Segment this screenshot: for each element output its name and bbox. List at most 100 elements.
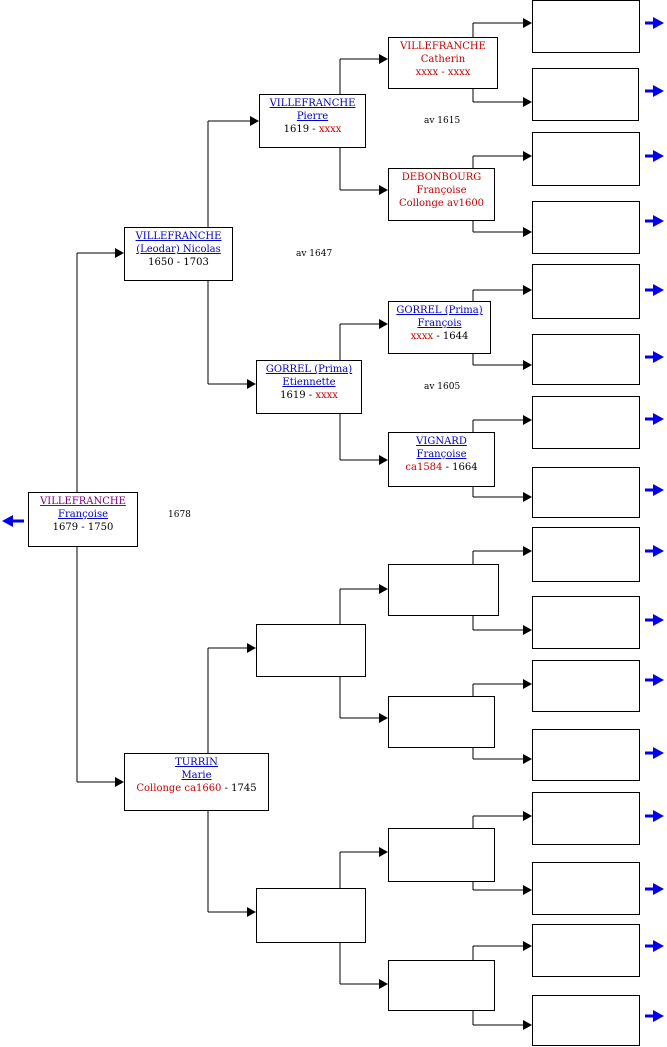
person-box-gen5-11 — [532, 660, 640, 712]
person-box-mmf — [388, 828, 495, 882]
fmm-dates: ca1584 - 1664 — [405, 462, 478, 473]
person-box-fmf: GORREL (Prima) François xxxx - 1644 — [388, 301, 491, 354]
person-box-gen5-6 — [532, 334, 640, 385]
father-given-link[interactable]: (Leodar) Nicolas — [136, 244, 221, 255]
person-box-mfm — [388, 696, 495, 748]
fmf-surname-link[interactable]: GORREL (Prima) — [396, 305, 483, 316]
fmm-surname-link[interactable]: VIGNARD — [416, 436, 467, 447]
person-box-ff: VILLEFRANCHE Pierre 1619 - xxxx — [259, 94, 366, 148]
arrow-right-icon[interactable] — [653, 351, 664, 363]
arrow-right-icon[interactable] — [653, 940, 664, 952]
arrow-right-icon[interactable] — [653, 150, 664, 162]
person-box-gen5-9 — [532, 527, 640, 582]
mother-given-link[interactable]: Marie — [181, 770, 212, 781]
fm-dates: 1619 - xxxx — [280, 390, 338, 401]
person-box-gen5-7 — [532, 396, 640, 449]
person-box-ffm: DEBONBOURG Françoise Collonge av1600 — [388, 168, 495, 221]
fm-given-link[interactable]: Etiennette — [282, 377, 336, 388]
connector-arrowhead — [523, 18, 532, 28]
father-surname-link[interactable]: VILLEFRANCHE — [135, 231, 222, 242]
fmm-given-link[interactable]: Françoise — [416, 449, 467, 460]
person-box-gen5-3 — [532, 132, 640, 186]
person-box-gen5-16 — [532, 995, 640, 1046]
person-box-father: VILLEFRANCHE (Leodar) Nicolas 1650 - 170… — [124, 227, 233, 281]
ffm-given: Françoise — [416, 185, 467, 196]
arrow-right-icon[interactable] — [653, 1010, 664, 1022]
connector-arrowhead — [523, 679, 532, 689]
mother-surname-link[interactable]: TURRIN — [175, 757, 218, 768]
arrow-right-icon[interactable] — [653, 810, 664, 822]
person-box-gen5-14 — [532, 862, 640, 915]
root-given-link[interactable]: Françoise — [58, 509, 108, 520]
person-box-root: VILLEFRANCHE Françoise 1679 - 1750 — [28, 492, 138, 547]
arrow-right-icon[interactable] — [653, 484, 664, 496]
arrow-right-icon[interactable] — [653, 17, 664, 29]
person-box-mf — [256, 624, 366, 677]
person-box-gen5-1 — [532, 0, 640, 53]
ffm-dates: Collonge av1600 — [398, 198, 485, 209]
connector-arrowhead — [523, 811, 532, 821]
person-box-mff — [388, 564, 499, 616]
marriage-note-fm-parents: av 1605 — [424, 382, 461, 392]
connector-arrowhead — [523, 546, 532, 556]
connector-arrowhead — [379, 713, 388, 723]
connector-arrowhead — [247, 643, 256, 653]
connector-arrowhead — [523, 625, 532, 635]
person-box-gen5-8 — [532, 467, 640, 518]
connector-arrowhead — [523, 492, 532, 502]
arrow-right-icon[interactable] — [653, 85, 664, 97]
connector-arrowhead — [379, 584, 388, 594]
person-box-gen5-4 — [532, 201, 640, 254]
connector-arrowhead — [523, 754, 532, 764]
ff-given-link[interactable]: Pierre — [296, 111, 329, 122]
connector-arrowhead — [523, 227, 532, 237]
ff-dates: 1619 - xxxx — [283, 124, 342, 135]
connector-arrowhead — [379, 54, 388, 64]
person-box-gen5-13 — [532, 792, 640, 845]
fff-given: Catherin — [420, 54, 466, 65]
connector-arrowhead — [250, 116, 259, 126]
connector-arrowhead — [523, 151, 532, 161]
mother-dates: Collonge ca1660 - 1745 — [136, 783, 257, 794]
arrow-right-icon[interactable] — [653, 674, 664, 686]
connector-arrowhead — [523, 885, 532, 895]
person-box-gen5-12 — [532, 729, 640, 781]
connector-arrowhead — [523, 97, 532, 107]
root-surname-link[interactable]: VILLEFRANCHE — [40, 496, 126, 507]
connector-arrowhead — [379, 979, 388, 989]
father-dates: 1650 - 1703 — [148, 257, 209, 268]
arrow-right-icon[interactable] — [653, 614, 664, 626]
marriage-note-ff-parents: av 1615 — [424, 116, 461, 126]
person-box-fmm: VIGNARD Françoise ca1584 - 1664 — [388, 432, 495, 487]
marriage-note-paternal-grandparents: av 1647 — [296, 249, 333, 259]
arrow-right-icon[interactable] — [653, 545, 664, 557]
connector-arrowhead — [523, 285, 532, 295]
person-box-gen5-2 — [532, 68, 639, 121]
connector-arrowhead — [115, 248, 124, 258]
connector-arrowhead — [523, 360, 532, 370]
arrow-right-icon[interactable] — [653, 284, 664, 296]
connector-arrowhead — [247, 379, 256, 389]
connector-arrowhead — [523, 415, 532, 425]
person-box-mm — [256, 888, 366, 943]
connector-arrowhead — [523, 1020, 532, 1030]
person-box-mmm — [388, 960, 495, 1011]
person-box-gen5-10 — [532, 596, 640, 649]
arrow-right-icon[interactable] — [653, 883, 664, 895]
arrow-right-icon[interactable] — [653, 747, 664, 759]
connector-arrowhead — [379, 455, 388, 465]
fff-dates: xxxx - xxxx — [415, 67, 471, 78]
fmf-given-link[interactable]: François — [417, 318, 462, 329]
ffm-surname: DEBONBOURG — [401, 172, 482, 183]
arrow-right-icon[interactable] — [653, 413, 664, 425]
connector-arrowhead — [379, 185, 388, 195]
ff-surname-link[interactable]: VILLEFRANCHE — [269, 98, 356, 109]
root-dates: 1679 - 1750 — [52, 522, 114, 533]
person-box-mother: TURRIN Marie Collonge ca1660 - 1745 — [124, 753, 269, 811]
connector-arrowhead — [523, 941, 532, 951]
fmf-dates: xxxx - 1644 — [410, 331, 469, 342]
arrow-left-icon[interactable] — [2, 515, 13, 527]
fm-surname-link[interactable]: GORREL (Prima) — [265, 364, 353, 375]
arrow-right-icon[interactable] — [653, 215, 664, 227]
